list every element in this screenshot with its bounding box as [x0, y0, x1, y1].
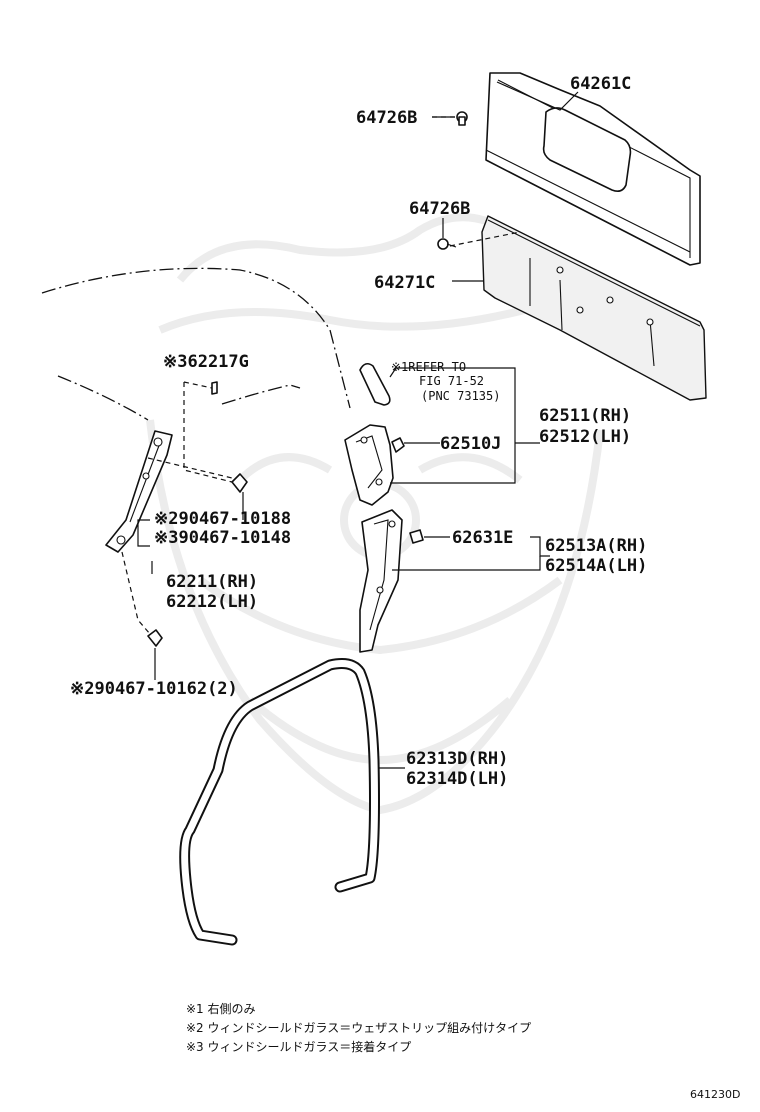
label-90467-10148: ※390467-10148 — [154, 528, 291, 548]
label-refer-2: FIG 71-52 — [419, 374, 484, 388]
label-62511: 62511(RH) — [539, 406, 631, 426]
label-64726b-mid: 64726B — [409, 199, 470, 219]
panel-64261c — [485, 72, 701, 266]
label-62510j: 62510J — [440, 434, 501, 454]
clip-90467-10188 — [231, 473, 248, 493]
label-refer-1: ※1REFER TO — [391, 360, 466, 374]
pillar-upper-62511 — [344, 424, 394, 506]
clip-64726b-mid — [437, 238, 457, 250]
clip-62217g — [211, 381, 218, 395]
roof-outline — [41, 267, 351, 421]
panel-64271c — [481, 215, 707, 401]
label-64726b-top: 64726B — [356, 108, 417, 128]
label-62314d: 62314D(LH) — [406, 769, 508, 789]
leader-lines — [121, 81, 579, 769]
label-62212: 62212(LH) — [166, 592, 258, 612]
label-refer-3: (PNC 73135) — [421, 389, 500, 403]
label-62513a: 62513A(RH) — [545, 536, 647, 556]
clip-62510j — [391, 437, 405, 453]
label-64271c: 64271C — [374, 273, 435, 293]
clip-64726b-top — [456, 111, 468, 126]
clip-90467-10162 — [147, 629, 163, 647]
pillar-lower-62513a — [359, 509, 403, 653]
label-62211: 62211(RH) — [166, 572, 258, 592]
footnote-2: ※2 ウィンドシールドガラス＝ウェザストリップ組み付けタイプ — [186, 1021, 531, 1035]
label-62512: 62512(LH) — [539, 427, 631, 447]
clip-62631e — [409, 529, 424, 544]
label-62313d: 62313D(RH) — [406, 749, 508, 769]
label-64261c: 64261C — [570, 74, 631, 94]
footnote-1: ※1 右側のみ — [186, 1001, 256, 1016]
label-62631e: 62631E — [452, 528, 513, 548]
weatherstrip-62313d — [179, 658, 380, 946]
grip-handle-refer — [359, 362, 391, 406]
label-90467-10188: ※290467-10188 — [154, 509, 291, 529]
pillar-garnish-62211 — [105, 430, 173, 553]
label-90467-10162: ※290467-10162(2) — [70, 679, 238, 699]
diagram-code: 641230D — [690, 1088, 740, 1101]
label-62217g: ※362217G — [163, 352, 249, 372]
label-62514a: 62514A(LH) — [545, 556, 647, 576]
footnote-3: ※3 ウィンドシールドガラス＝接着タイプ — [186, 1039, 411, 1054]
